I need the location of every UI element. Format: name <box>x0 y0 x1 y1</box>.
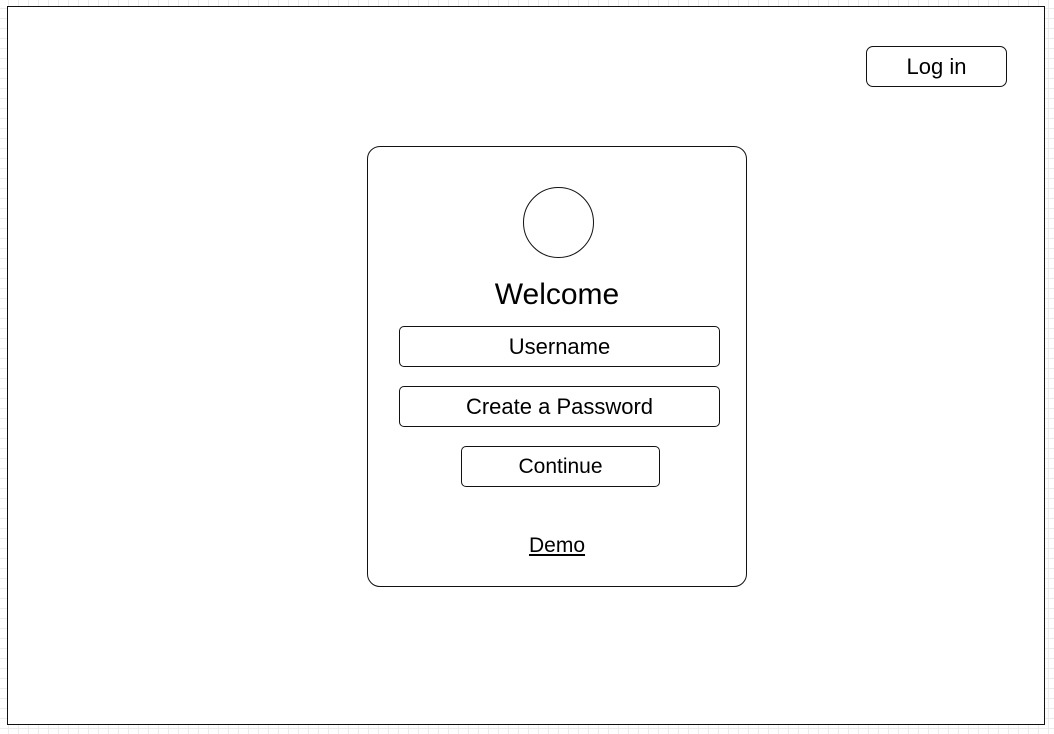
password-field[interactable]: Create a Password <box>399 386 720 427</box>
demo-link[interactable]: Demo <box>528 534 586 557</box>
card-title: Welcome <box>494 278 620 311</box>
signup-card: Welcome Username Create a Password Conti… <box>367 146 747 587</box>
login-button[interactable]: Log in <box>866 46 1007 87</box>
username-field[interactable]: Username <box>399 326 720 367</box>
continue-button[interactable]: Continue <box>461 446 660 487</box>
avatar-icon <box>523 187 594 258</box>
demo-link-container: Demo <box>368 533 746 559</box>
